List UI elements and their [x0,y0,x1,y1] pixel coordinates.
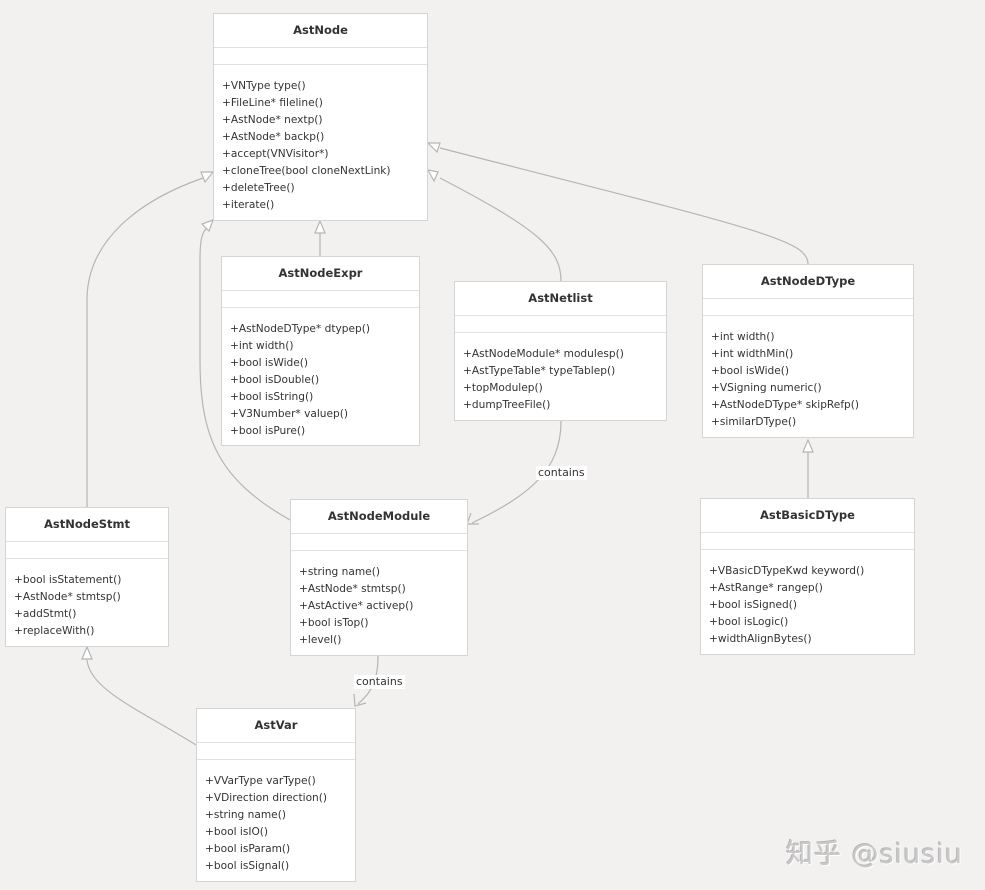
methods-compartment: +VVarType varType() +VDirection directio… [197,760,355,879]
method: +FileLine* fileline() [222,97,323,109]
method: +string name() [205,809,286,821]
inheritance-arrow-icon [81,645,93,660]
class-name: AstNodeStmt [6,508,168,542]
method: +accept(VNVisitor*) [222,148,329,160]
method: +bool isWide() [711,365,790,377]
method: +bool isTop() [299,617,369,629]
method: +AstNodeModule* modulesp() [463,348,624,360]
methods-compartment: +AstNodeModule* modulesp() +AstTypeTable… [455,333,666,418]
methods-compartment: +VBasicDTypeKwd keyword() +AstRange* ran… [701,550,914,652]
class-astvar[interactable]: AstVar +VVarType varType() +VDirection d… [196,708,356,882]
method: +VSigning numeric() [711,382,822,394]
class-name: AstNodeExpr [222,257,419,291]
attributes-compartment [197,743,355,760]
association-arrow-icon [353,693,367,707]
method: +int width() [230,340,294,352]
method: +topModulep() [463,382,543,394]
method: +bool isPure() [230,425,306,437]
method: +AstNodeDType* dtypep() [230,323,370,335]
method: +AstNodeDType* skipRefp() [711,399,860,411]
class-astbasicdtype[interactable]: AstBasicDType +VBasicDTypeKwd keyword() … [700,498,915,655]
method: +cloneTree(bool cloneNextLink) [222,165,391,177]
edge-astvar-to-astnodestmt [86,659,197,746]
inheritance-arrow-icon [200,218,215,233]
method: +AstNode* stmtsp() [299,583,406,595]
method: +deleteTree() [222,182,295,194]
inheritance-arrow-icon [802,438,814,453]
attributes-compartment [291,534,467,551]
methods-compartment: +int width() +int widthMin() +bool isWid… [703,316,913,435]
class-name: AstNodeModule [291,500,467,534]
method: +int widthMin() [711,348,794,360]
method: +AstNode* stmtsp() [14,591,121,603]
methods-compartment: +bool isStatement() +AstNode* stmtsp() +… [6,559,168,644]
attributes-compartment [6,542,168,559]
watermark: 知乎 @siusiu [786,839,963,870]
method: +bool isIO() [205,826,269,838]
edge-astnodedtype-to-astnode [439,147,809,265]
method: +AstNode* nextp() [222,114,323,126]
method: +VNType type() [222,80,306,92]
methods-compartment: +AstNodeDType* dtypep() +int width() +bo… [222,308,419,444]
method: +replaceWith() [14,625,95,637]
class-name: AstNode [214,14,427,48]
method: +bool isParam() [205,843,291,855]
method: +int width() [711,331,775,343]
method: +dumpTreeFile() [463,399,551,411]
class-astnodeexpr[interactable]: AstNodeExpr +AstNodeDType* dtypep() +int… [221,256,420,446]
inheritance-arrow-icon [426,142,441,154]
edge-astnodestmt-to-astnode [86,177,204,507]
edge-astnetlist-to-astnode [439,177,562,282]
edge-label-netlist-contains-module: contains [536,466,587,480]
method: +AstNode* backp() [222,131,325,143]
method: +AstActive* activep() [299,600,414,612]
class-astnetlist[interactable]: AstNetlist +AstNodeModule* modulesp() +A… [454,281,667,421]
method: +VBasicDTypeKwd keyword() [709,565,865,577]
association-arrow-icon [466,512,479,525]
method: +V3Number* valuep() [230,408,349,420]
method: +iterate() [222,199,275,211]
inheritance-arrow-icon [314,219,326,234]
class-name: AstNodeDType [703,265,913,299]
attributes-compartment [214,48,427,65]
method: +VVarType varType() [205,775,316,787]
method: +bool isSignal() [205,860,290,872]
methods-compartment: +VNType type() +FileLine* fileline() +As… [214,65,427,218]
class-astnodemodule[interactable]: AstNodeModule +string name() +AstNode* s… [290,499,468,656]
method: +bool isSigned() [709,599,797,611]
edge-label-module-contains-var: contains [354,675,405,689]
method: +string name() [299,566,380,578]
methods-compartment: +string name() +AstNode* stmtsp() +AstAc… [291,551,467,653]
method: +bool isString() [230,391,314,403]
class-name: AstNetlist [455,282,666,316]
class-name: AstVar [197,709,355,743]
method: +bool isLogic() [709,616,789,628]
class-astnodestmt[interactable]: AstNodeStmt +bool isStatement() +AstNode… [5,507,169,647]
attributes-compartment [701,533,914,550]
method: +VDirection direction() [205,792,328,804]
method: +bool isDouble() [230,374,320,386]
method: +widthAlignBytes() [709,633,812,645]
class-name: AstBasicDType [701,499,914,533]
method: +bool isWide() [230,357,309,369]
inheritance-arrow-icon [426,169,439,183]
method: +bool isStatement() [14,574,122,586]
method: +addStmt() [14,608,77,620]
method: +AstRange* rangep() [709,582,823,594]
method: +similarDType() [711,416,797,428]
method: +level() [299,634,342,646]
attributes-compartment [703,299,913,316]
method: +AstTypeTable* typeTablep() [463,365,616,377]
attributes-compartment [455,316,666,333]
class-astnodedtype[interactable]: AstNodeDType +int width() +int widthMin(… [702,264,914,438]
attributes-compartment [222,291,419,308]
inheritance-arrow-icon [200,171,215,184]
class-astnode[interactable]: AstNode +VNType type() +FileLine* fileli… [213,13,428,221]
